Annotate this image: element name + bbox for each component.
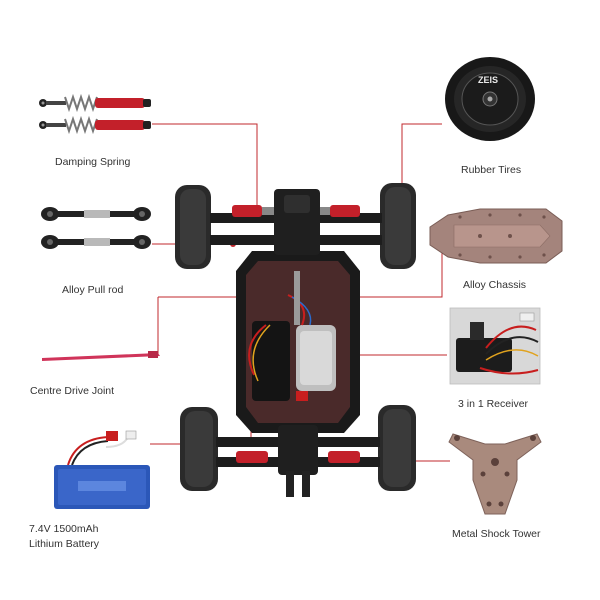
damping-spring-image: [39, 93, 151, 135]
centre-drive-joint-image: [42, 351, 160, 361]
shock-tower-label: Metal Shock Tower: [452, 528, 541, 540]
battery-label-line1: 7.4V 1500mAh: [29, 523, 99, 535]
alloy-pull-rod-label: Alloy Pull rod: [62, 284, 124, 296]
damping-spring-label: Damping Spring: [55, 156, 131, 168]
battery-label-line2: Lithium Battery: [29, 538, 100, 550]
tire-brand-mark: ZEIS: [478, 75, 499, 85]
shock-tower-image: [448, 433, 542, 515]
alloy-pull-rod-image: [41, 207, 151, 249]
receiver-label: 3 in 1 Receiver: [458, 398, 529, 410]
rc-car-top-view: [175, 183, 416, 497]
rubber-tire-image: [445, 57, 535, 141]
receiver-image: [449, 307, 541, 385]
centre-drive-joint-label: Centre Drive Joint: [30, 385, 115, 397]
rubber-tires-label: Rubber Tires: [461, 164, 522, 176]
alloy-chassis-label: Alloy Chassis: [463, 279, 527, 291]
battery-image: [54, 430, 150, 509]
alloy-chassis-image: [429, 208, 563, 264]
